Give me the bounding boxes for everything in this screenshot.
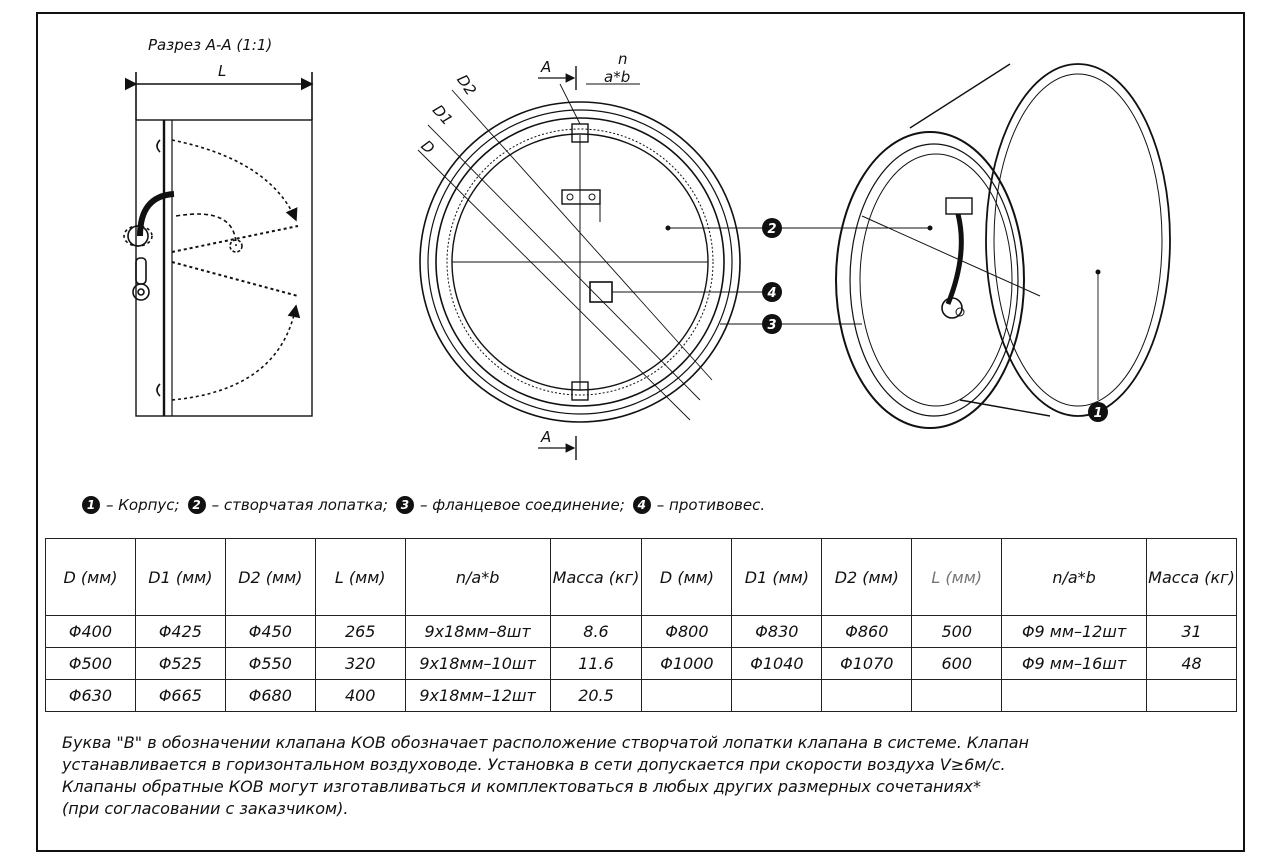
header-cell: Масса (кг) bbox=[1146, 538, 1237, 616]
table-cell: Φ830 bbox=[731, 615, 823, 648]
legend-item-4: – противовес. bbox=[656, 496, 766, 514]
header-cell: n/a*b bbox=[404, 538, 551, 616]
table-row: Φ400 Φ425 Φ450 265 9x18мм–8шт 8.6 Φ800 Φ… bbox=[45, 615, 1237, 648]
flange-holes-size: a*b bbox=[604, 68, 631, 86]
table-cell: Φ425 bbox=[134, 615, 226, 648]
legend-badge-4: 4 bbox=[632, 496, 651, 514]
table-cell: Φ525 bbox=[134, 647, 226, 680]
note-line: Клапаны обратные КОВ могут изготавливать… bbox=[62, 777, 981, 796]
header-cell: D (мм) bbox=[45, 538, 136, 616]
description-note: Буква "В" в обозначении клапана КОВ обоз… bbox=[62, 732, 1242, 820]
svg-text:2: 2 bbox=[767, 222, 776, 237]
table-cell: Φ630 bbox=[45, 679, 136, 712]
table-cell: 400 bbox=[314, 679, 406, 712]
header-cell: n/a*b bbox=[1001, 538, 1148, 616]
legend-badge-2: 2 bbox=[187, 496, 206, 514]
table-cell: 9x18мм–12шт bbox=[404, 679, 551, 712]
section-mark-top: А bbox=[541, 58, 552, 76]
legend-item-2: – створчатая лопатка; bbox=[211, 496, 388, 514]
callout-1: 1 bbox=[1088, 402, 1108, 422]
legend: 1 – Корпус; 2 – створчатая лопатка; 3 – … bbox=[82, 496, 765, 514]
callout-4: 4 bbox=[762, 282, 782, 302]
table-cell: 9x18мм–10шт bbox=[404, 647, 551, 680]
note-line: (при согласовании с заказчиком). bbox=[62, 799, 349, 818]
header-cell: D1 (мм) bbox=[134, 538, 226, 616]
legend-badge-1: 1 bbox=[82, 496, 100, 514]
note-line: устанавливается в горизонтальном воздухо… bbox=[62, 755, 1006, 774]
header-cell: D1 (мм) bbox=[731, 538, 823, 616]
section-mark-bottom: А bbox=[541, 428, 552, 446]
table-cell bbox=[1001, 679, 1148, 712]
table-cell bbox=[911, 679, 1003, 712]
table-cell: Φ665 bbox=[134, 679, 226, 712]
table-cell: 20.5 bbox=[549, 679, 643, 712]
table-row: Φ500 Φ525 Φ550 320 9x18мм–10шт 11.6 Φ100… bbox=[45, 647, 1237, 680]
svg-text:4: 4 bbox=[766, 286, 776, 301]
header-cell: D2 (мм) bbox=[821, 538, 913, 616]
valve-drawing: 2 4 3 1 bbox=[123, 63, 1171, 460]
table-cell: Φ500 bbox=[45, 647, 136, 680]
table-cell: 320 bbox=[314, 647, 406, 680]
table-header-row: D (мм) D1 (мм) D2 (мм) L (мм) n/a*b Масс… bbox=[45, 538, 1237, 616]
table-cell bbox=[641, 679, 733, 712]
table-cell: 31 bbox=[1146, 615, 1237, 648]
svg-text:3: 3 bbox=[767, 318, 776, 333]
table-cell bbox=[1146, 679, 1237, 712]
legend-badge-3: 3 bbox=[395, 496, 414, 514]
table-cell: 500 bbox=[911, 615, 1003, 648]
iso-view bbox=[780, 63, 1171, 429]
table-cell bbox=[821, 679, 913, 712]
section-title: Разрез А-А (1:1) bbox=[148, 36, 273, 54]
spec-table: D (мм) D1 (мм) D2 (мм) L (мм) n/a*b Масс… bbox=[45, 538, 1237, 712]
table-cell: Φ1040 bbox=[731, 647, 823, 680]
table-cell: Φ450 bbox=[224, 615, 316, 648]
table-cell: Φ550 bbox=[224, 647, 316, 680]
table-cell: 11.6 bbox=[549, 647, 643, 680]
table-cell: 265 bbox=[314, 615, 406, 648]
dim-L-label: L bbox=[218, 62, 227, 80]
callout-3: 3 bbox=[762, 314, 782, 334]
table-cell bbox=[731, 679, 823, 712]
front-view bbox=[417, 66, 764, 460]
table-cell: 600 bbox=[911, 647, 1003, 680]
header-cell: D (мм) bbox=[641, 538, 733, 616]
table-cell: 9x18мм–8шт bbox=[404, 615, 551, 648]
note-line: Буква "В" в обозначении клапана КОВ обоз… bbox=[62, 733, 1029, 752]
table-cell: Φ680 bbox=[224, 679, 316, 712]
section-view bbox=[123, 72, 314, 417]
table-cell: 8.6 bbox=[549, 615, 643, 648]
table-cell: Φ1000 bbox=[641, 647, 733, 680]
flange-holes-count: n bbox=[618, 50, 628, 68]
table-cell: Φ800 bbox=[641, 615, 733, 648]
header-cell: L (мм) bbox=[911, 538, 1003, 616]
table-cell: Φ400 bbox=[45, 615, 136, 648]
table-row: Φ630 Φ665 Φ680 400 9x18мм–12шт 20.5 bbox=[45, 679, 1237, 712]
header-cell: D2 (мм) bbox=[224, 538, 316, 616]
svg-text:1: 1 bbox=[1093, 406, 1102, 421]
table-cell: Φ9 мм–12шт bbox=[1001, 615, 1148, 648]
header-cell: L (мм) bbox=[314, 538, 406, 616]
header-cell: Масса (кг) bbox=[549, 538, 643, 616]
legend-item-1: – Корпус; bbox=[106, 496, 180, 514]
legend-item-3: – фланцевое соединение; bbox=[419, 496, 625, 514]
table-cell: Φ9 мм–16шт bbox=[1001, 647, 1148, 680]
table-cell: Φ860 bbox=[821, 615, 913, 648]
table-cell: 48 bbox=[1146, 647, 1237, 680]
table-cell: Φ1070 bbox=[821, 647, 913, 680]
callout-2: 2 bbox=[762, 218, 782, 238]
